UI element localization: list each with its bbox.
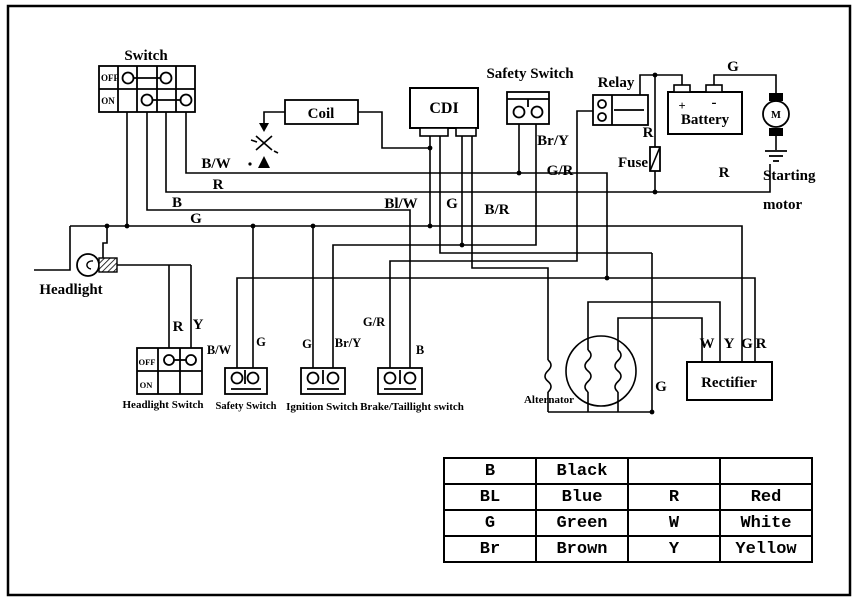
main-switch-title: Switch: [124, 48, 168, 64]
legend-cell: Red: [719, 483, 813, 511]
fuse-icon: [649, 146, 661, 172]
wire-label: B: [172, 195, 182, 211]
rectifier-label: Rectifier: [701, 375, 757, 391]
motor-letter: M: [771, 110, 781, 121]
ignition-switch: [300, 367, 346, 395]
brake-taillight-switch-label: Brake/Taillight switch: [360, 401, 464, 413]
junction-dots: [104, 72, 658, 415]
wire-label: Y: [193, 317, 204, 333]
headlight: [76, 253, 118, 277]
wire-label: R: [756, 336, 767, 352]
battery-minus: -: [712, 95, 717, 111]
main-switch: [98, 65, 196, 113]
legend-row: Br Brown Y Yellow: [443, 535, 813, 563]
battery: + - Battery: [667, 84, 743, 135]
headlight-switch-on-label: ON: [140, 380, 154, 390]
legend-cell: G: [443, 509, 537, 537]
main-switch-off-label: OFF: [101, 73, 119, 83]
legend-row: G Green W White: [443, 509, 813, 537]
brake-taillight-switch: [377, 367, 423, 395]
legend-cell: B: [443, 457, 537, 485]
legend-cell: Y: [627, 535, 721, 563]
wire-color-legend: B Black BL Blue R Red G Green W White Br…: [443, 457, 813, 563]
wire-label: B/W: [201, 156, 230, 172]
starting-motor-label-2: motor: [763, 197, 802, 213]
wire-label: R: [719, 165, 730, 181]
relay-label: Relay: [598, 75, 635, 91]
legend-row: B Black: [443, 457, 813, 485]
wire-label: G: [446, 196, 458, 212]
cdi: CDI: [409, 87, 479, 137]
wire-label: G: [302, 337, 312, 351]
legend-cell: Blue: [535, 483, 629, 511]
battery-plus: +: [678, 99, 685, 113]
legend-cell: [719, 457, 813, 485]
legend-cell: White: [719, 509, 813, 537]
safety-switch-top-label: Safety Switch: [486, 66, 574, 82]
coil-label: Coil: [308, 106, 335, 122]
starting-motor-label-1: Starting: [763, 168, 816, 184]
relay: [592, 94, 649, 126]
diagram-border: [6, 4, 852, 597]
spark-plug-icon: [248, 123, 279, 168]
safety-switch-bottom: [224, 367, 268, 395]
starting-motor: M: [762, 93, 790, 162]
wire-label: B: [416, 343, 424, 357]
safety-switch-bottom-label: Safety Switch: [216, 401, 277, 412]
cdi-label: CDI: [429, 100, 458, 117]
wire-label: G/R: [363, 315, 386, 329]
wire-label: G: [741, 336, 753, 352]
wire-label: Br/Y: [537, 133, 569, 149]
main-switch-on-label: ON: [101, 96, 115, 106]
wire-label: W: [700, 336, 715, 352]
wire-label: G: [655, 379, 667, 395]
headlight-switch-off-label: OFF: [139, 357, 156, 367]
wire-label: R: [213, 177, 224, 193]
wire-label: R: [173, 319, 184, 335]
battery-label: Battery: [681, 112, 730, 128]
wire-label: B/R: [484, 202, 509, 218]
legend-cell: R: [627, 483, 721, 511]
headlight-switch: [136, 347, 203, 395]
legend-cell: Brown: [535, 535, 629, 563]
legend-cell: [627, 457, 721, 485]
fuse-label: Fuse: [618, 155, 648, 171]
ground-icon: [765, 150, 787, 162]
ignition-switch-label: Ignition Switch: [286, 401, 358, 413]
wire-label: G: [256, 335, 266, 349]
wire-label: Y: [724, 336, 735, 352]
legend-cell: BL: [443, 483, 537, 511]
wire-label: Bl/W: [384, 196, 417, 212]
alternator-label: Alternator: [524, 394, 574, 406]
safety-switch-top: [506, 91, 550, 125]
wire-label: G: [727, 59, 739, 75]
wire-label: G: [190, 211, 202, 227]
wire-label: R: [643, 125, 654, 141]
wire-label: Br/Y: [335, 336, 361, 350]
rectifier: Rectifier: [686, 361, 773, 401]
legend-cell: Black: [535, 457, 629, 485]
wires: [34, 74, 777, 413]
wire-label: B/W: [207, 343, 232, 357]
headlight-switch-label: Headlight Switch: [123, 399, 204, 411]
alternator: [544, 335, 637, 407]
coil: Coil: [284, 99, 359, 125]
legend-cell: Br: [443, 535, 537, 563]
legend-cell: Green: [535, 509, 629, 537]
headlight-label: Headlight: [39, 282, 102, 298]
wire-label: G/R: [547, 163, 574, 179]
legend-cell: W: [627, 509, 721, 537]
legend-cell: Yellow: [719, 535, 813, 563]
legend-row: BL Blue R Red: [443, 483, 813, 511]
